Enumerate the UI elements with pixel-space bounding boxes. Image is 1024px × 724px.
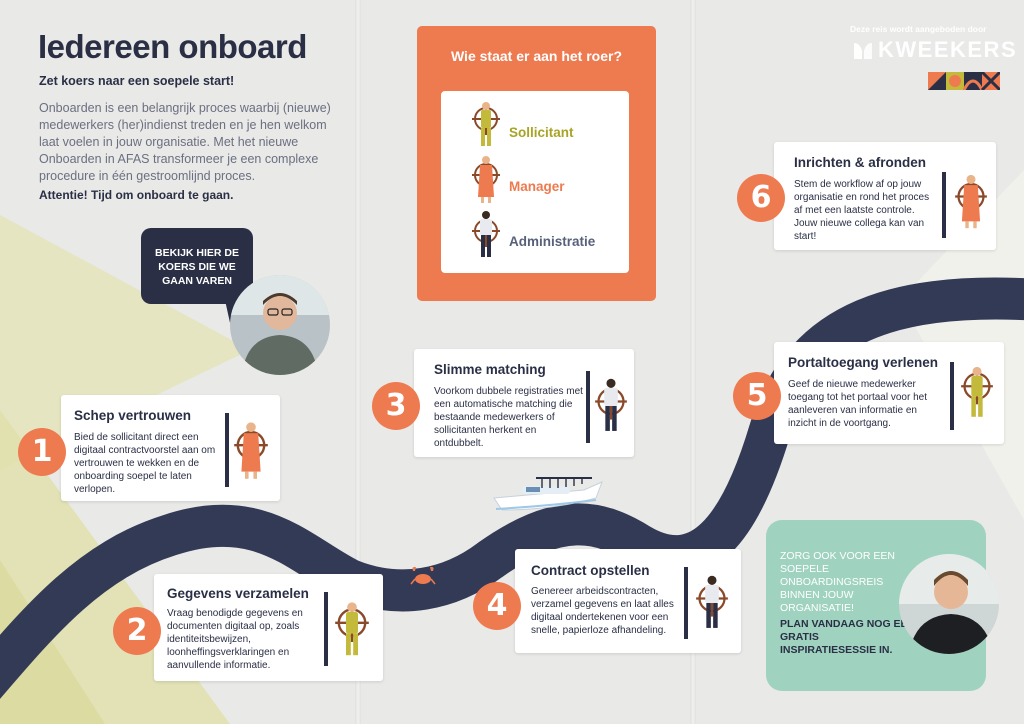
applicant-helmsman-icon [472,102,500,146]
person-portrait-icon [230,275,330,375]
role-applicant: Sollicitant [509,125,574,140]
sponsor-line: Deze reis wordt aangeboden door [850,24,987,34]
step-card-4: Contract opstellen Genereer arbeidscontr… [515,549,741,653]
cta-text: ZORG OOK VOOR EEN SOEPELE ONBOARDINGSREI… [780,550,895,614]
step-card-5: Portaltoegang verlenen Geef de nieuwe me… [774,342,1004,444]
manager-helmsman-icon [234,422,268,479]
step-card-6: Inrichten & afronden Stem de workflow af… [774,142,996,250]
administration-helmsman-icon [696,575,728,628]
step-card-1: Schep vertrouwen Bied de sollicitant dir… [61,395,280,501]
step-title: Slimme matching [434,362,546,377]
step-title: Contract opstellen [531,563,650,578]
card-divider [586,371,590,443]
kweekers-leaf-icon [854,43,872,59]
step-number-4: 4 [473,582,521,630]
crab-icon [410,566,436,585]
role-administration: Administratie [509,234,596,249]
step-number-2: 2 [113,607,161,655]
intro-text: Onboarden is een belangrijk proces waarb… [39,101,331,183]
paper-fold [355,0,361,724]
step-text: Genereer arbeidscontracten, verzamel geg… [531,586,674,636]
applicant-helmsman-icon [961,366,993,417]
manager-helmsman-icon [472,156,500,203]
page-subtitle: Zet koers naar een soepele start! [39,74,235,88]
brand-name: KWEEKERS [878,37,1018,62]
step-number-3: 3 [372,382,420,430]
step-number-6: 6 [737,174,785,222]
step-title: Schep vertrouwen [74,408,192,423]
step-title: Inrichten & afronden [794,155,927,170]
step-number-5: 5 [733,372,781,420]
roles-panel: Wie staat er aan het roer? Sollicitant M… [417,26,656,301]
brand-pattern-strip [928,72,1000,90]
card-divider [324,592,328,666]
step-card-2: Gegevens verzamelen Vraag benodigde gege… [154,574,383,681]
consultant-photo [899,554,999,654]
card-divider [942,172,946,238]
video-speech-bubble[interactable]: BEKIJK HIER DE KOERS DIE WE GAAN VAREN [141,228,253,304]
cta-strong-text[interactable]: PLAN VANDAAG NOG EEN GRATIS INSPIRATIESE… [780,618,916,656]
roles-list: Sollicitant Manager Administratie [441,91,629,273]
card-divider [684,567,688,639]
role-manager: Manager [509,179,565,194]
card-divider [950,362,954,430]
cta-box[interactable]: ZORG OOK VOOR EEN SOEPELE ONBOARDINGSREI… [766,520,986,691]
attention-text: Attentie! Tijd om onboard te gaan. [39,188,234,202]
page-title: Iedereen onboard [38,28,307,65]
step-text: Geef de nieuwe medewerker toegang tot he… [788,379,927,429]
card-divider [225,413,229,487]
paper-fold [690,0,696,724]
step-text: Stem de workflow af op jouw organisatie … [794,179,930,242]
roles-title: Wie staat er aan het roer? [450,48,623,64]
kweekers-logo[interactable]: KWEEKERS [852,37,1017,63]
step-title: Portaltoegang verlenen [788,355,939,370]
presenter-photo[interactable] [230,275,330,375]
administration-helmsman-icon [472,211,500,257]
manager-helmsman-icon [955,174,987,229]
person-portrait-icon [899,554,999,654]
step-text: Voorkom dubbele registraties met een aut… [434,386,583,449]
step-title: Gegevens verzamelen [167,586,309,601]
applicant-helmsman-icon [335,602,369,656]
step-text: Bied de sollicitant direct een digitaal … [74,432,216,495]
step-text: Vraag benodigde gegevens en documenten d… [167,608,303,671]
step-card-3: Slimme matching Voorkom dubbele registra… [414,349,634,457]
step-number-1: 1 [18,428,66,476]
yacht-icon [493,477,603,511]
administration-helmsman-icon [595,378,627,431]
